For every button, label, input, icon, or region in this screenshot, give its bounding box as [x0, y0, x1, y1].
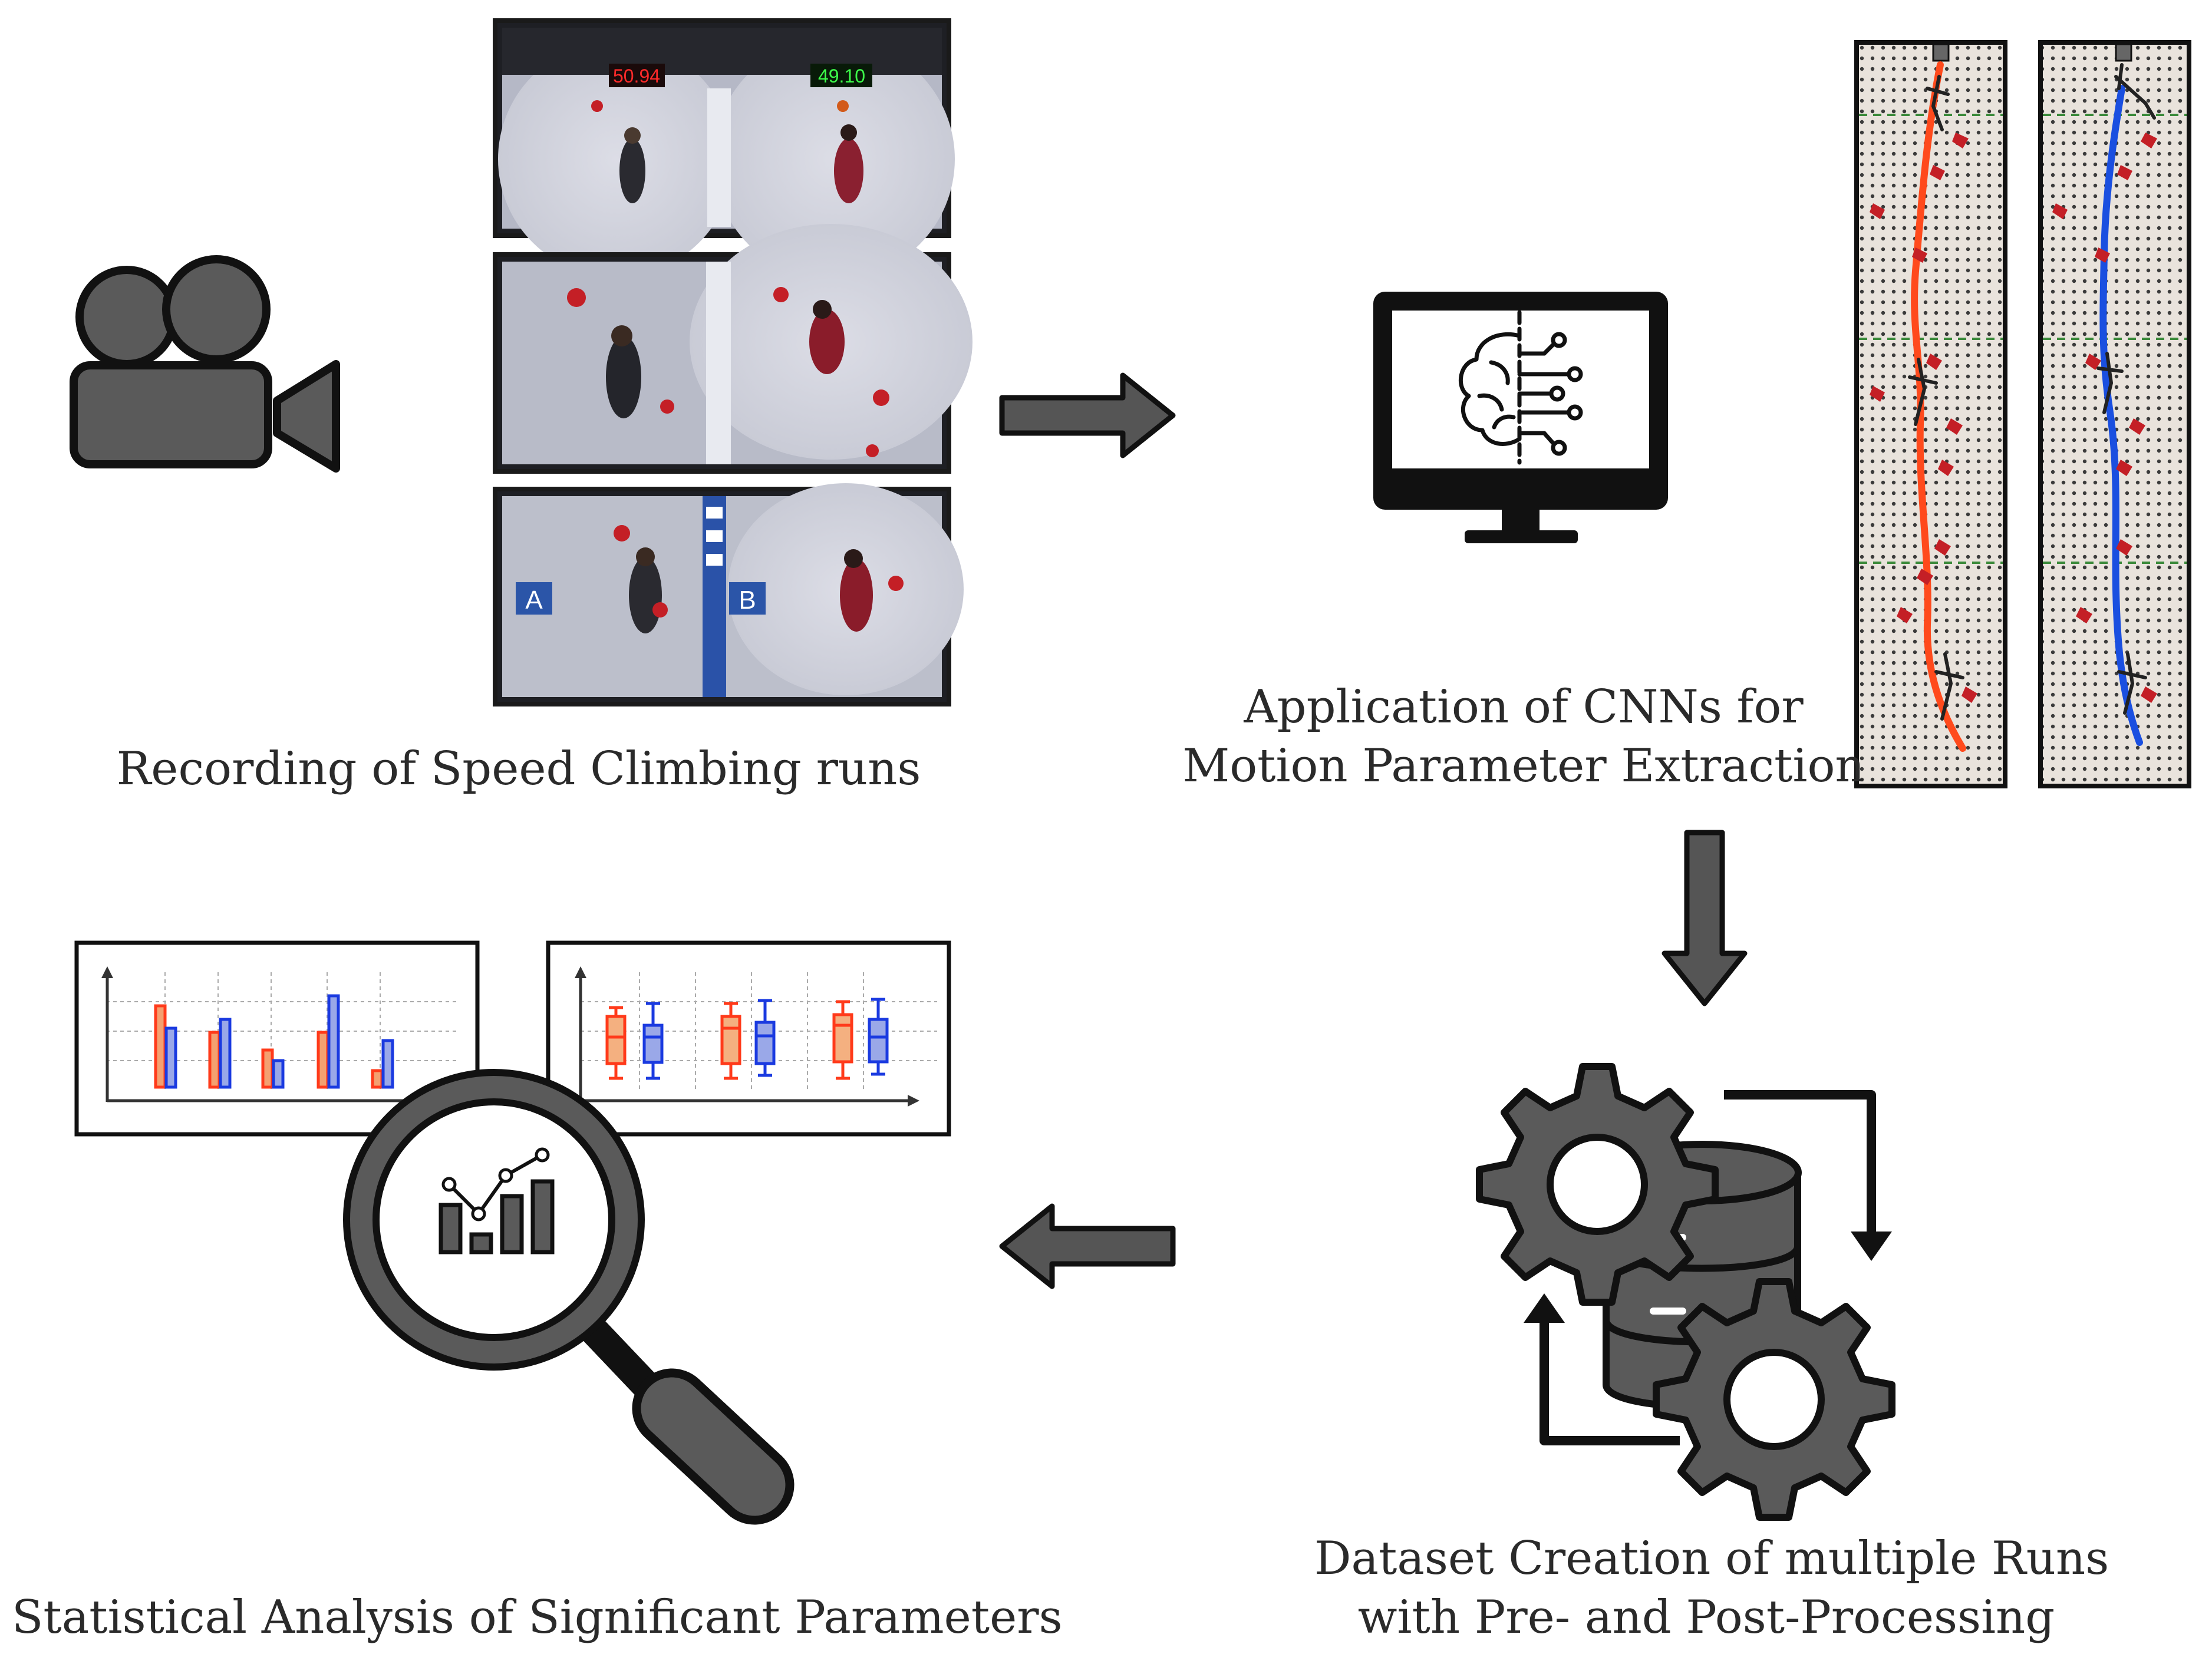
video-frame-1: 50.94 49.10: [493, 18, 955, 280]
caption-analysis: Statistical Analysis of Significant Para…: [12, 1588, 1063, 1647]
caption-dataset: Dataset Creation of multiple Runs with P…: [1314, 1529, 2109, 1647]
arrow-down: [1662, 830, 1748, 1006]
ai-brain-icon: [1459, 310, 1583, 465]
magnifying-glass-icon: [343, 1069, 795, 1525]
caption-line: Motion Parameter Extraction: [1182, 739, 1865, 793]
timer-left: 50.94: [613, 65, 660, 87]
chart-icon: [439, 1179, 555, 1254]
arrow-right: [999, 372, 1176, 458]
caption-recording: Recording of Speed Climbing runs: [106, 739, 931, 798]
lane-a-label: A: [525, 586, 543, 615]
box-plot-thumbnail: [546, 940, 951, 1137]
timer-right: 49.10: [818, 65, 865, 87]
wall-track-right: [2038, 40, 2191, 788]
caption-line: with Pre- and Post-Processing: [1357, 1591, 2055, 1644]
caption-line: Recording of Speed Climbing runs: [116, 742, 921, 795]
arrow-left: [999, 1203, 1176, 1289]
gear-icon-bottom: [1653, 1278, 1895, 1521]
caption-line: Application of CNNs for: [1244, 681, 1804, 734]
caption-line: Dataset Creation of multiple Runs: [1314, 1532, 2109, 1585]
lane-b-label: B: [739, 586, 756, 615]
caption-cnn: Application of CNNs for Motion Parameter…: [1179, 678, 1868, 795]
video-frame-3: A B: [493, 483, 964, 706]
wall-track-left: [1854, 40, 2007, 788]
gear-icon-top: [1476, 1063, 1719, 1306]
caption-line: Statistical Analysis of Significant Para…: [12, 1591, 1063, 1644]
video-frame-2: [493, 224, 973, 474]
database-gears-icon: [1476, 1063, 1895, 1521]
video-camera-icon: [70, 255, 340, 473]
